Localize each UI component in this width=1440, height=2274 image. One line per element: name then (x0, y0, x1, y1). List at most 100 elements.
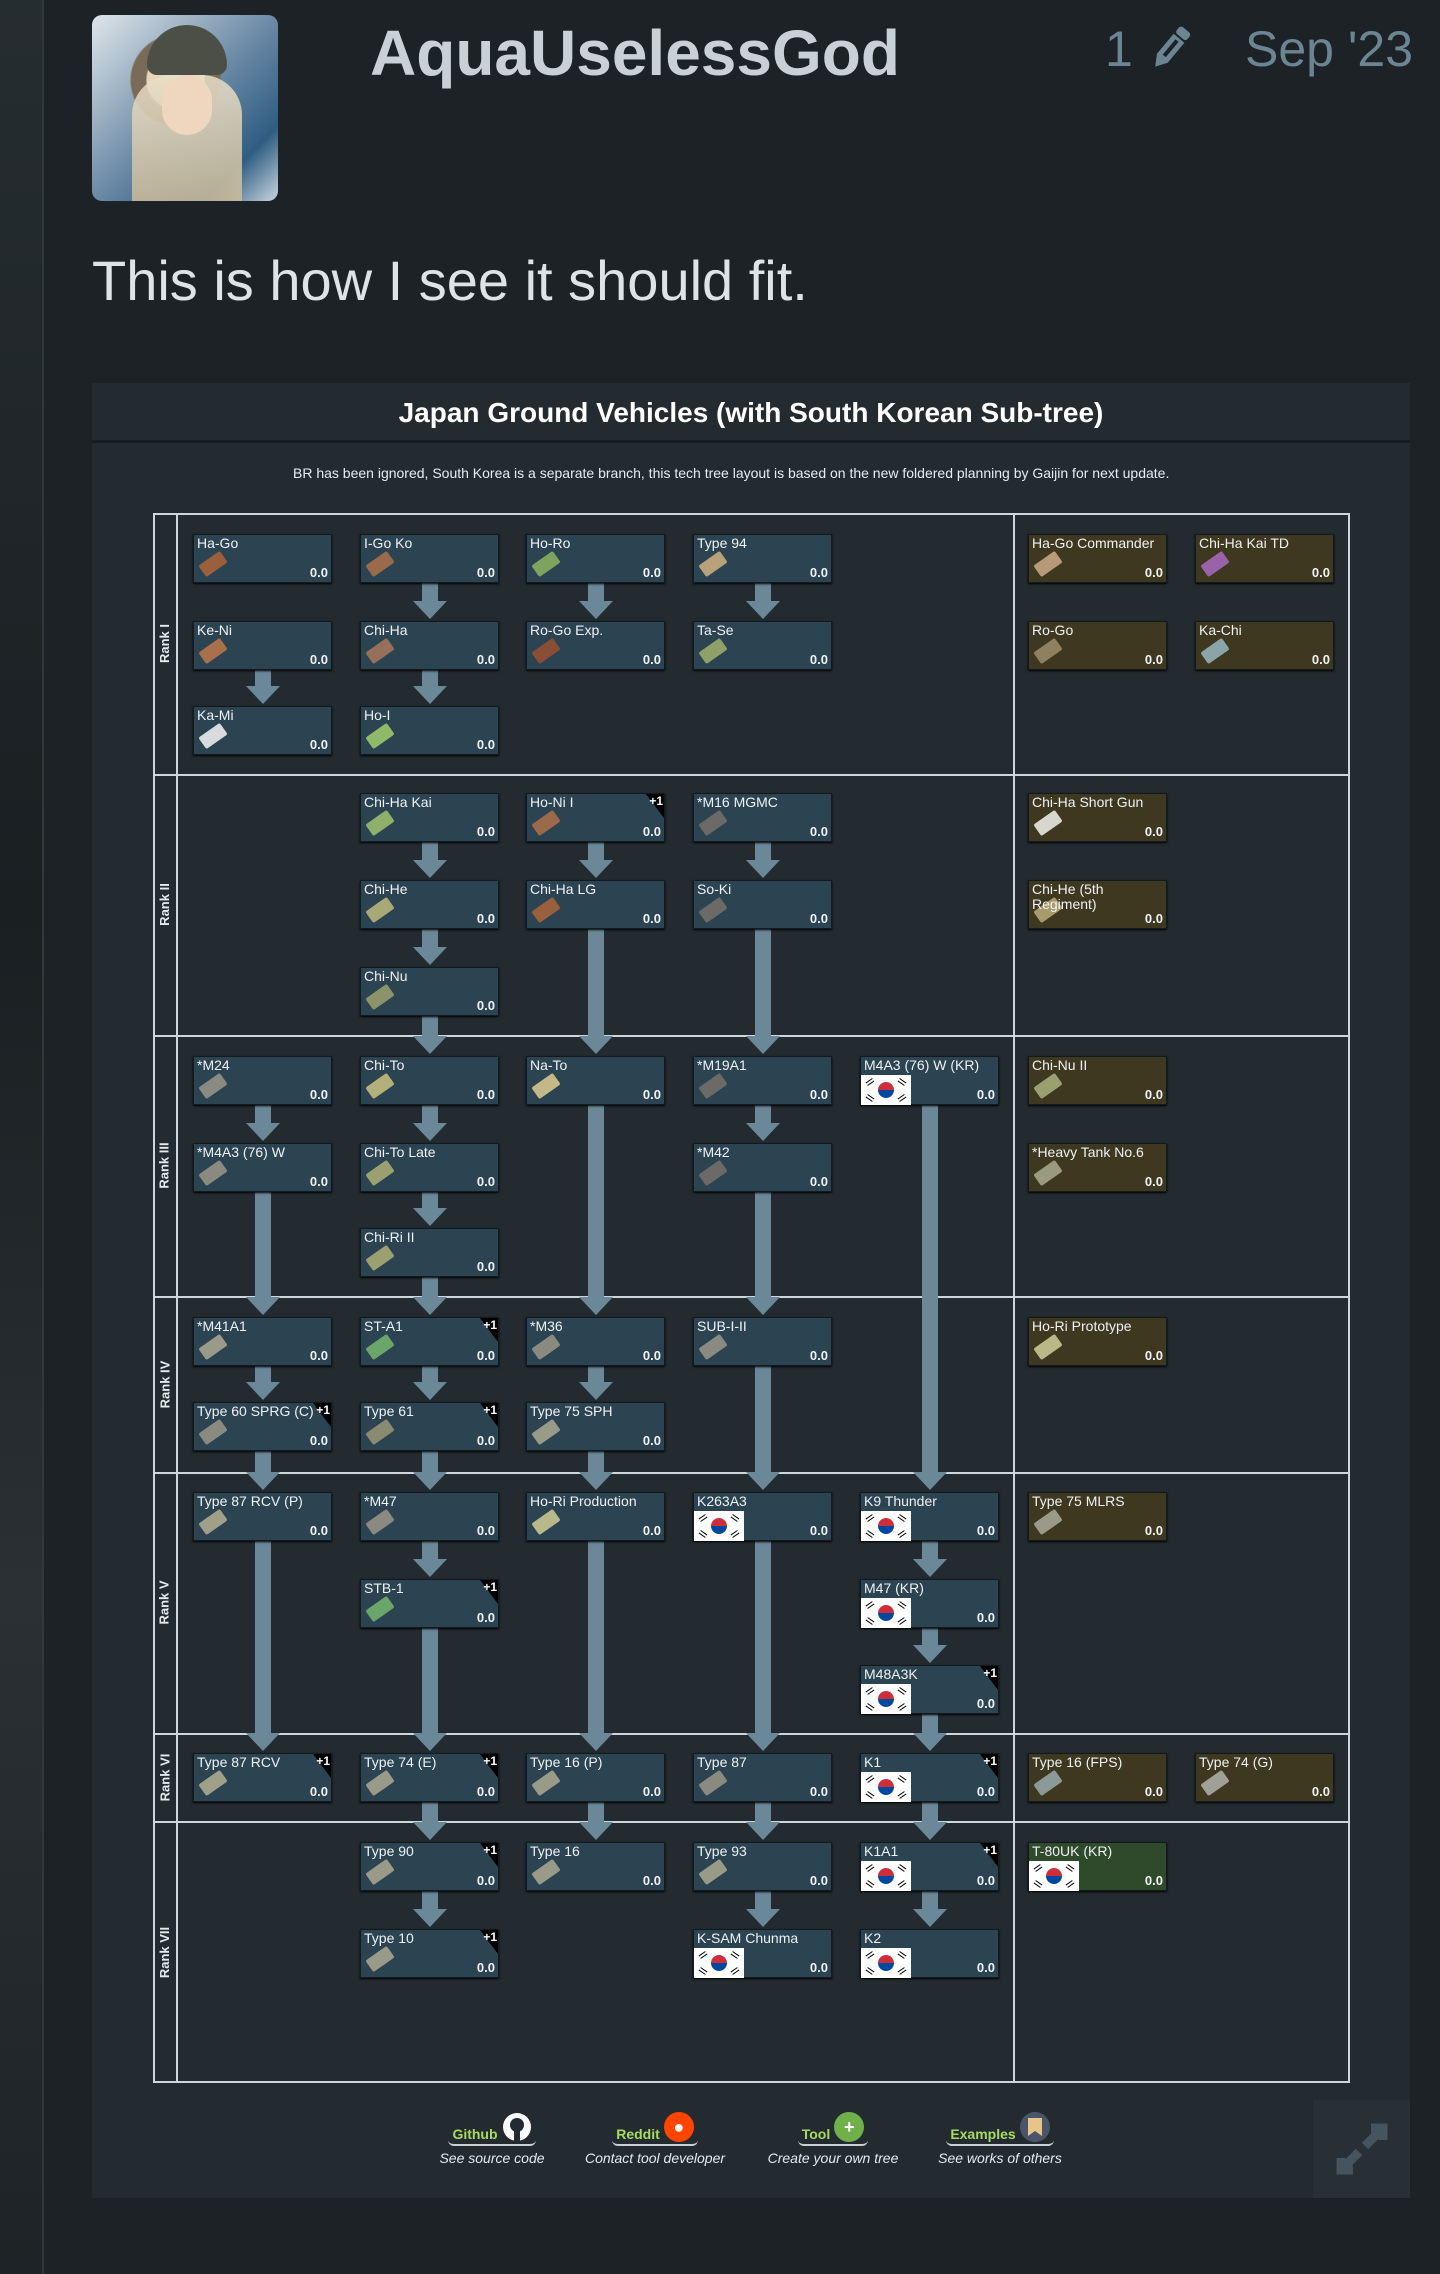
arrow-shaft (422, 583, 438, 603)
footer-link-reddit[interactable]: Reddit●Contact tool developer (575, 2112, 735, 2166)
edit-count: 1 (1105, 21, 1133, 77)
avatar[interactable] (92, 15, 278, 201)
expand-button[interactable] (1313, 2100, 1410, 2198)
post-date[interactable]: Sep '23 (1245, 21, 1414, 77)
tank-icon (365, 1244, 395, 1272)
vehicle-card[interactable]: Type 16 (FPS)0.0 (1028, 1753, 1167, 1802)
vehicle-br: 0.0 (809, 824, 828, 839)
footer-link-label[interactable]: Reddit (616, 2126, 660, 2142)
footer-link-tool[interactable]: Tool+Create your own tree (753, 2112, 913, 2166)
footer-link[interactable]: Examples (946, 2112, 1054, 2146)
footer-link-subtitle: See source code (439, 2150, 545, 2166)
footer-link-label[interactable]: Examples (950, 2126, 1016, 2142)
vehicle-card[interactable]: Chi-He (5th Regiment)0.0 (1028, 880, 1167, 929)
vehicle-card[interactable]: Type 74 (G)0.0 (1195, 1753, 1334, 1802)
tank-icon (365, 550, 395, 578)
vehicle-name: Chi-Nu (364, 968, 408, 984)
footer-link[interactable]: Tool+ (797, 2112, 869, 2146)
footer-link[interactable]: Github (448, 2112, 536, 2146)
footer-link-label[interactable]: Tool (801, 2126, 831, 2142)
arrow-shaft (255, 1192, 271, 1299)
footer-link-label[interactable]: Github (452, 2126, 498, 2142)
vehicle-br: 0.0 (476, 1348, 495, 1363)
arrow-head (579, 1733, 613, 1751)
tank-icon (198, 550, 228, 578)
username[interactable]: AquaUselessGod (370, 17, 900, 89)
arrow-shaft (255, 1105, 271, 1125)
footer-link[interactable]: Reddit● (612, 2112, 698, 2146)
edit-history-button[interactable]: 1 (1105, 20, 1193, 78)
arrow-head (413, 1036, 447, 1054)
vehicle-card[interactable]: M4A3 (76) W (KR)0.0 (860, 1056, 999, 1105)
vehicle-card[interactable]: Type 16 (P)0.0 (526, 1753, 665, 1802)
vehicle-card[interactable]: T-80UK (KR)0.0 (1028, 1842, 1167, 1891)
vehicle-card[interactable]: Ro-Go Exp.0.0 (526, 621, 665, 670)
vehicle-card[interactable]: M47 (KR)0.0 (860, 1579, 999, 1628)
tank-icon (698, 637, 728, 665)
vehicle-name: Chi-Ha Short Gun (1032, 794, 1144, 810)
arrow-shaft (422, 1366, 438, 1384)
arrow-shaft (422, 1192, 438, 1210)
vehicle-card[interactable]: Type 87 RCV (P)0.0 (193, 1492, 332, 1541)
